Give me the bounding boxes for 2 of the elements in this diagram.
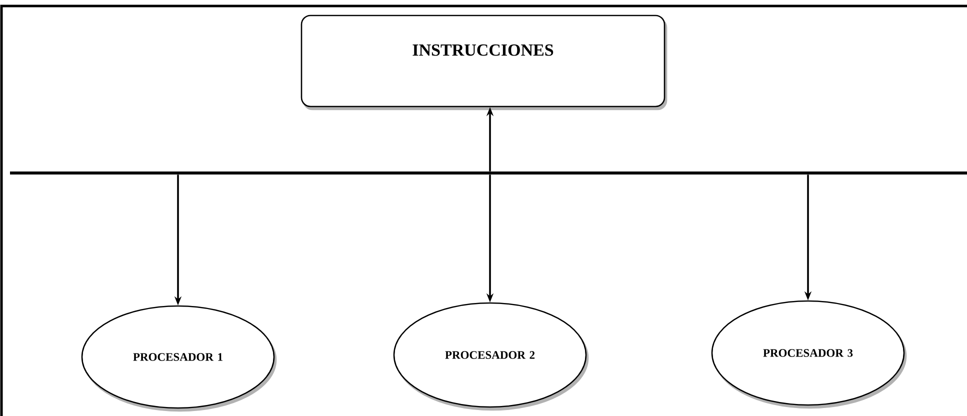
bus-line <box>10 172 967 174</box>
process-box: INSTRUCCIONES <box>300 14 668 110</box>
